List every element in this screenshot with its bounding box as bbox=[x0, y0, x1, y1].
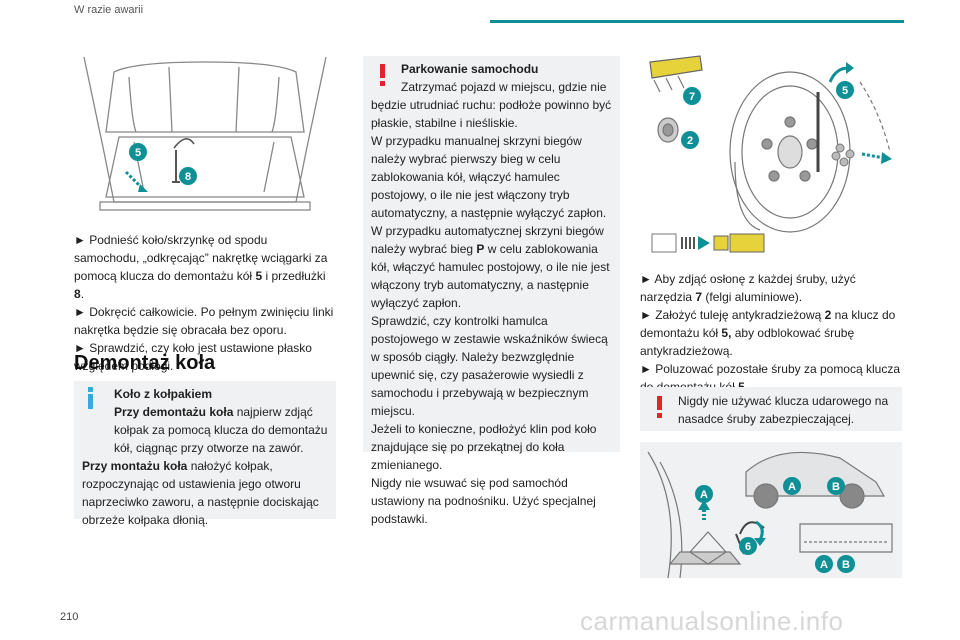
warning-icon bbox=[380, 64, 385, 86]
column-3-steps: ► Aby zdjąć osłonę z każdej śruby, użyć … bbox=[640, 270, 902, 396]
step-tighten: ► Dokręcić całkowicie. Po pełnym zwinięc… bbox=[74, 305, 334, 337]
svg-text:5: 5 bbox=[135, 147, 141, 159]
jack-callout-A-car: A bbox=[783, 477, 801, 495]
header-accent-bar bbox=[490, 20, 904, 23]
jack-illustration: A A B 6 A B bbox=[640, 442, 902, 578]
svg-text:2: 2 bbox=[687, 135, 693, 147]
warning-box-body: Zatrzymać pojazd w miejscu, gdzie nie bę… bbox=[371, 80, 612, 526]
jack-callout-B-car: B bbox=[827, 477, 845, 495]
wheel-callout-7: 7 bbox=[683, 87, 701, 105]
info-box-hubcap: Koło z kołpakiem Przy demontażu koła naj… bbox=[74, 381, 336, 527]
jack-callout-A-bottom: A bbox=[815, 555, 833, 573]
info-box-body: Przy demontażu koła najpierw zdjąć kołpa… bbox=[82, 405, 328, 527]
warning-box-impact-wrench: Nigdy nie używać klucza udarowego na nas… bbox=[640, 387, 902, 431]
section-heading: Demontaż koła bbox=[74, 352, 216, 374]
svg-text:5: 5 bbox=[842, 85, 848, 97]
section-header: W razie awarii bbox=[74, 4, 144, 16]
step-lift-wheel: ► Podnieść koło/skrzynkę od spodu samoch… bbox=[74, 233, 328, 301]
page-number: 210 bbox=[60, 611, 79, 623]
svg-text:A: A bbox=[700, 489, 708, 501]
wheel-callout-2: 2 bbox=[681, 131, 699, 149]
info-box-title: Koło z kołpakiem bbox=[114, 387, 213, 401]
svg-text:A: A bbox=[788, 481, 796, 493]
wheel-callout-5: 5 bbox=[836, 81, 854, 99]
jack-callout-A-left: A bbox=[695, 485, 713, 503]
svg-text:B: B bbox=[842, 559, 850, 571]
trunk-callout-5: 5 bbox=[129, 143, 147, 161]
column-1-steps: ► Podnieść koło/skrzynkę od spodu samoch… bbox=[74, 231, 336, 375]
trunk-illustration: 5 8 bbox=[83, 56, 327, 211]
step-antitheft: ► Założyć tuleję antykradzieżową 2 na kl… bbox=[640, 308, 896, 358]
svg-text:6: 6 bbox=[745, 541, 751, 553]
jack-callout-6: 6 bbox=[739, 537, 757, 555]
watermark: carmanualsonline.info bbox=[580, 606, 844, 636]
warning-impact-text: Nigdy nie używać klucza udarowego na nas… bbox=[678, 394, 889, 426]
svg-text:A: A bbox=[820, 559, 828, 571]
svg-text:8: 8 bbox=[185, 171, 191, 183]
step-remove-cover: ► Aby zdjąć osłonę z każdej śruby, użyć … bbox=[640, 272, 856, 304]
info-icon bbox=[88, 387, 93, 409]
svg-text:B: B bbox=[832, 481, 840, 493]
wheel-bolts-illustration: 7 2 5 bbox=[649, 55, 892, 253]
trunk-callout-8: 8 bbox=[179, 167, 197, 185]
svg-text:7: 7 bbox=[689, 91, 695, 103]
warning-box-title: Parkowanie samochodu bbox=[401, 62, 539, 76]
step-check-flat: ► Sprawdzić, czy koło jest ustawione pła… bbox=[74, 341, 312, 373]
jack-callout-B-bottom: B bbox=[837, 555, 855, 573]
bolt-cap-strip bbox=[651, 233, 765, 253]
warning-icon bbox=[657, 396, 662, 418]
warning-box-parking: Parkowanie samochodu Zatrzymać pojazd w … bbox=[363, 56, 620, 526]
